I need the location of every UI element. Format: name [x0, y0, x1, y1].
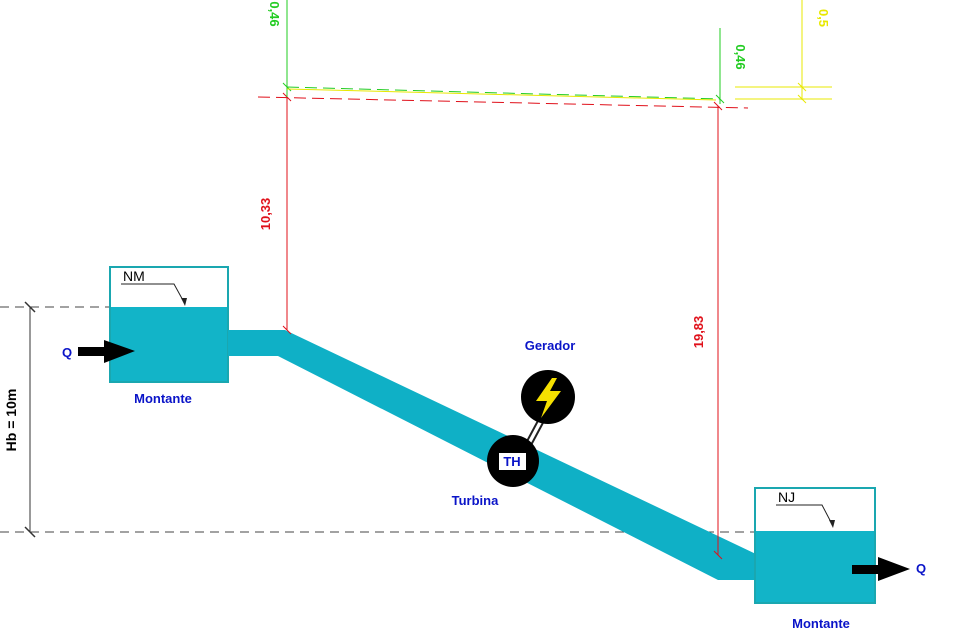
dimension-green-left: 0,46: [267, 1, 282, 26]
nj-leader: [776, 504, 834, 527]
turbine: TH: [487, 435, 539, 487]
downstream-tank-label: Montante: [792, 616, 850, 631]
q-in-label: Q: [62, 345, 72, 360]
turbine-symbol: TH: [503, 454, 520, 469]
green-dimension-lines: [282, 0, 725, 104]
red-dimension-lines: [257, 92, 749, 560]
nm-leader-arrowhead: [181, 298, 187, 306]
gross-head-label: Hb = 10m: [3, 389, 19, 452]
nm-label: NM: [123, 268, 145, 284]
generator: [521, 370, 575, 448]
turbine-label: Turbina: [452, 493, 499, 508]
flow-out-arrow-icon: [852, 557, 910, 581]
nm-leader: [121, 283, 186, 305]
upstream-tank: NM Montante: [109, 266, 229, 406]
gross-head-dimension: Hb = 10m: [3, 301, 36, 538]
dimension-left-vertical: 10,33: [258, 198, 273, 231]
q-out-label: Q: [916, 561, 926, 576]
dimension-right-vertical: 19,83: [691, 316, 706, 349]
yellow-dimension-lines: [286, 0, 832, 104]
nj-leader-arrowhead: [829, 520, 835, 528]
nj-label: NJ: [778, 489, 795, 505]
upstream-tank-label: Montante: [134, 391, 192, 406]
dimension-yellow-right: 0,5: [816, 9, 831, 27]
dimension-green-right: 0,46: [733, 44, 748, 69]
lightning-bolt-icon: [536, 378, 561, 418]
generator-label: Gerador: [525, 338, 576, 353]
downstream-tank: NJ Montante: [754, 487, 876, 631]
flow-in-arrow-icon: [78, 340, 135, 363]
